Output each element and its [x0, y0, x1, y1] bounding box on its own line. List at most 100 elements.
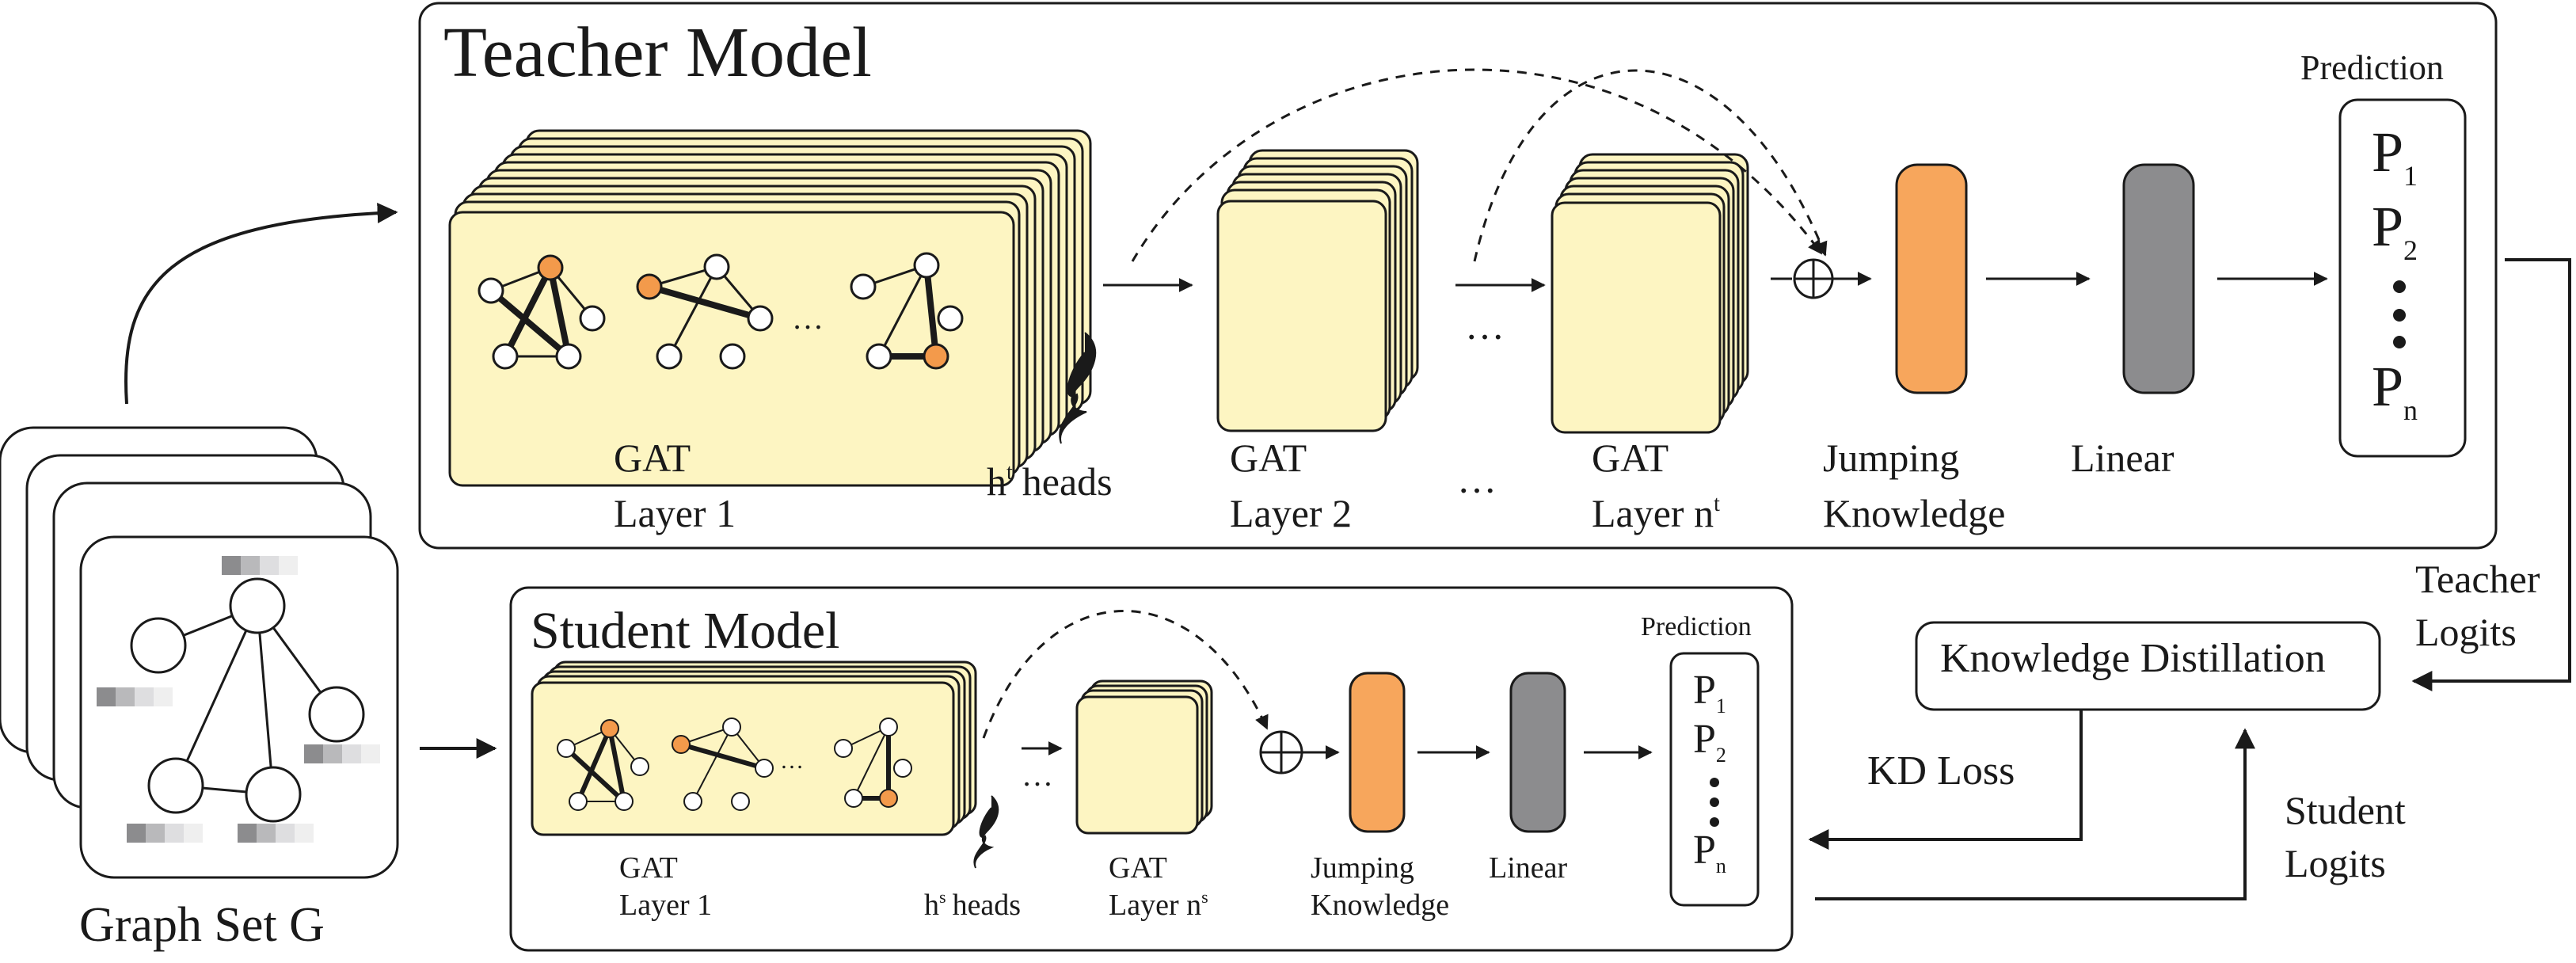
teacher-heads-brace: [1059, 332, 1097, 444]
student-gat-layern-label: GAT Layer ns: [1109, 851, 1208, 922]
student-heads-brace: [973, 795, 999, 869]
student-jk-line2: Knowledge: [1311, 889, 1449, 922]
sample-graph: [130, 577, 365, 823]
student-p2-letter: P: [1693, 717, 1716, 762]
teacher-p1-letter: P: [2372, 120, 2403, 184]
student-gat-layern-line1: GAT: [1109, 851, 1167, 885]
teacher-pn-sub: n: [2403, 394, 2418, 426]
kd-loss-label: KD Loss: [1867, 748, 2015, 794]
teacher-jk-block: [1895, 163, 1968, 394]
graph-set: Graph Set G: [0, 426, 399, 952]
arrow-student-logits: [1815, 728, 2255, 900]
teacher-heads-h: h: [987, 459, 1006, 504]
teacher-attention-graphs: [478, 252, 964, 370]
arrow-kd-loss: [1808, 710, 2083, 850]
student-gat-layern: [1075, 679, 1213, 835]
student-graph-ellipsis: …: [780, 748, 804, 774]
teacher-linear-block: [2122, 163, 2195, 394]
teacher-gat-layer2-line2: Layer 2: [1230, 491, 1352, 535]
teacher-prediction-box: [2338, 98, 2467, 458]
student-title: Student Model: [531, 602, 840, 660]
student-mid-ellipsis: …: [1022, 757, 1053, 793]
student-gat-layer1-line1: GAT: [619, 851, 678, 885]
teacher-gat-layer2: [1216, 149, 1419, 432]
student-gat-layer1-line2: Layer 1: [619, 889, 712, 922]
teacher-jk-line1: Jumping: [1823, 436, 1959, 480]
graph-set-label: Graph Set G: [79, 898, 325, 952]
student-heads-h: h: [924, 889, 939, 922]
student-prediction-title: Prediction: [1641, 612, 1752, 641]
teacher-title: Teacher Model: [443, 13, 872, 92]
student-concat-op: [1259, 730, 1303, 775]
student-logits-line2: Logits: [2285, 841, 2386, 885]
student-pn-letter: P: [1693, 828, 1716, 873]
teacher-p1-sub: 1: [2403, 160, 2418, 192]
student-model: Student Model: [509, 586, 1794, 952]
arrow-graphset-to-teacher: [124, 202, 398, 405]
teacher-p2-letter: P: [2372, 195, 2403, 258]
student-pn: Pn: [1693, 828, 1726, 877]
teacher-skip-from-layer1: [1131, 68, 1823, 262]
teacher-gat-layern-line2: Layer n: [1592, 491, 1714, 535]
teacher-label-ellipsis: …: [1457, 457, 1497, 501]
teacher-gat-layer2-line1: GAT: [1230, 436, 1307, 480]
student-heads-word: heads: [953, 889, 1022, 922]
teacher-gat-layern-label: GAT Layer nt: [1592, 436, 1720, 535]
teacher-p2-sub: 2: [2403, 234, 2418, 266]
teacher-jk-label: Jumping Knowledge: [1823, 436, 2006, 535]
student-p2-sub: 2: [1716, 744, 1726, 767]
kd-box: [1915, 621, 2381, 711]
student-p2: P2: [1693, 717, 1726, 767]
teacher-mid-ellipsis: …: [1465, 303, 1505, 348]
student-attention-graphs: [557, 717, 912, 811]
teacher-p2: P2: [2372, 195, 2418, 266]
teacher-prediction-title: Prediction: [2300, 48, 2444, 87]
arrow-teacher-logits: [2411, 258, 2571, 691]
teacher-gat-layer2-label: GAT Layer 2: [1230, 436, 1352, 535]
teacher-gat-layer1-label: GAT Layer 1: [614, 436, 736, 535]
student-jk-label: Jumping Knowledge: [1311, 851, 1449, 922]
student-heads-sup: s: [939, 887, 946, 907]
teacher-gat-layer1-line2: Layer 1: [614, 491, 736, 535]
student-skip-connection: [982, 610, 1269, 739]
teacher-gat-layer1: [448, 129, 1092, 487]
teacher-prediction-dots: [2393, 280, 2406, 348]
kd-box-label: Knowledge Distillation: [1940, 636, 2326, 681]
student-prediction-dots: [1710, 778, 1719, 827]
teacher-model: Teacher Model: [418, 2, 2498, 550]
teacher-heads-sup: t: [1006, 460, 1013, 485]
teacher-gat-layern-line1: GAT: [1592, 436, 1669, 480]
teacher-skip-from-layer2: [1473, 69, 1828, 262]
student-linear-label: Linear: [1489, 851, 1568, 885]
teacher-p1: P1: [2372, 120, 2418, 192]
knowledge-distillation: Knowledge Distillation Teacher Logits St…: [1808, 258, 2571, 900]
student-jk-line1: Jumping: [1311, 851, 1414, 885]
teacher-gat-layer1-line1: GAT: [614, 436, 691, 480]
teacher-logits-label: Teacher Logits: [2415, 557, 2550, 654]
teacher-pn: Pn: [2372, 355, 2418, 426]
teacher-heads-word: heads: [1022, 459, 1113, 504]
teacher-graph-ellipsis: …: [792, 300, 824, 336]
teacher-logits-line2: Logits: [2415, 610, 2517, 654]
student-logits-line1: Student: [2285, 788, 2406, 832]
student-layern-sup: s: [1201, 887, 1208, 907]
student-linear-block: [1509, 672, 1566, 833]
teacher-linear-label: Linear: [2071, 436, 2175, 480]
student-p1-sub: 1: [1716, 695, 1726, 717]
student-jk-block: [1349, 672, 1406, 833]
teacher-layern-sup: t: [1714, 492, 1720, 516]
student-logits-label: Student Logits: [2285, 788, 2415, 885]
student-p1-letter: P: [1693, 668, 1716, 713]
student-gat-layer1-label: GAT Layer 1: [619, 851, 712, 922]
feature-vectors: [97, 556, 380, 843]
student-p1: P1: [1693, 668, 1726, 717]
teacher-gat-layern: [1551, 153, 1749, 434]
teacher-jk-line2: Knowledge: [1823, 491, 2006, 535]
teacher-logits-line1: Teacher: [2415, 557, 2540, 601]
teacher-concat-op: [1793, 258, 1834, 299]
student-gat-layern-line2: Layer n: [1109, 889, 1201, 922]
teacher-pn-letter: P: [2372, 355, 2403, 418]
